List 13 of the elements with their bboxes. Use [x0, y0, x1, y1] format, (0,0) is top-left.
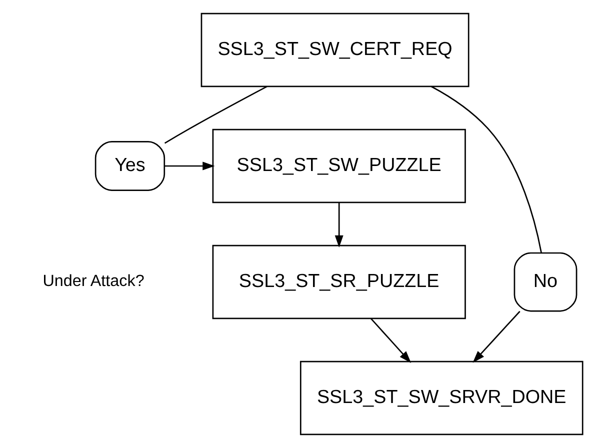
node-box: Yes	[94, 141, 165, 191]
node-box: SSL3_ST_SW_SRVR_DONE	[299, 360, 583, 436]
arrow	[472, 310, 520, 363]
arrow	[334, 202, 343, 248]
connector	[430, 86, 542, 254]
node-box: SSL3_ST_SW_PUZZLE	[212, 128, 466, 204]
label: Under Attack?	[42, 272, 144, 290]
node-box: SSL3_ST_SR_PUZZLE	[212, 244, 466, 320]
arrow	[370, 318, 411, 363]
arrow	[164, 162, 214, 170]
node-box: No	[513, 252, 577, 312]
connector	[164, 86, 267, 144]
node-box: SSL3_ST_SW_CERT_REQ	[200, 12, 469, 88]
